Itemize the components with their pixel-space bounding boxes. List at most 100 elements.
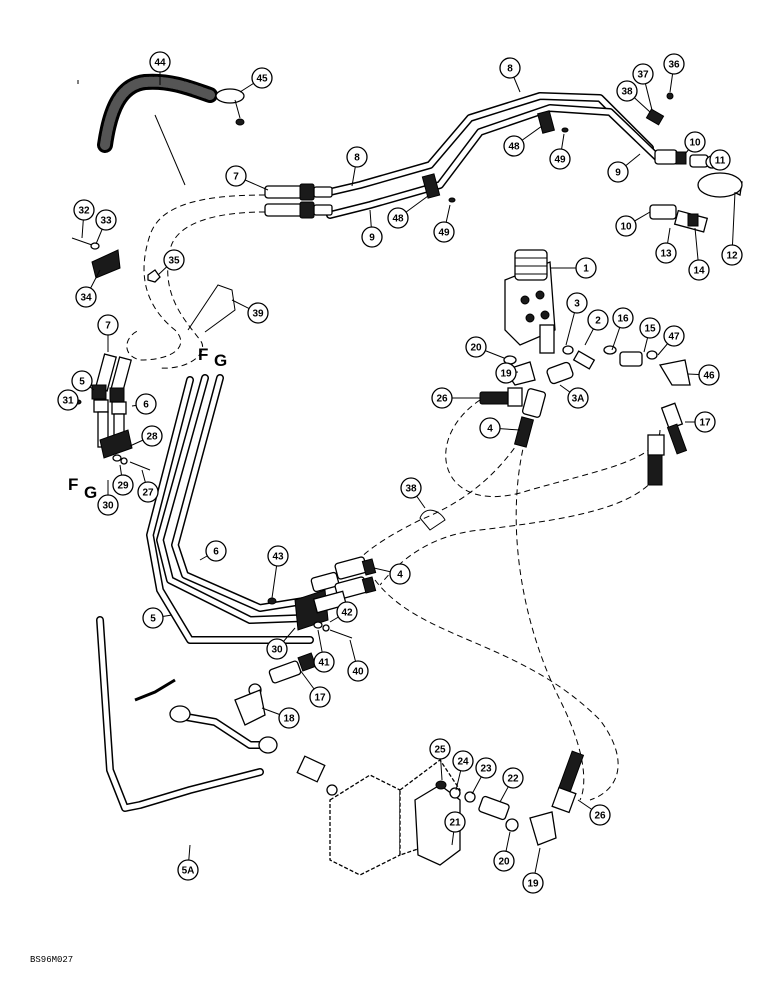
- line-letter-g-left: G: [84, 483, 97, 502]
- clamp-34: [71, 237, 161, 283]
- callout-number: 9: [615, 168, 621, 179]
- callout-number: 33: [100, 216, 112, 227]
- callout-number: 36: [668, 60, 680, 71]
- callout-10: 10: [684, 131, 706, 153]
- callout-33: 33: [95, 209, 117, 231]
- callout-4: 4: [389, 563, 411, 585]
- callout-8: 8: [346, 146, 368, 168]
- callout-number: 5: [150, 614, 156, 625]
- callout-20: 20: [465, 336, 487, 358]
- callout-44: 44: [149, 51, 171, 73]
- callout-number: 21: [449, 818, 461, 829]
- callout-number: 4: [397, 570, 403, 581]
- callout-number: 28: [146, 432, 158, 443]
- callout-6: 6: [135, 393, 157, 415]
- callout-number: 13: [660, 249, 672, 260]
- callout-35: 35: [163, 249, 185, 271]
- callout-27: 27: [137, 481, 159, 503]
- callout-11: 11: [709, 149, 731, 171]
- callout-5: 5: [142, 607, 164, 629]
- callout-number: 24: [457, 757, 469, 768]
- callout-number: 47: [668, 332, 680, 343]
- callout-1: 1: [575, 257, 597, 279]
- callout-number: 22: [507, 774, 519, 785]
- adapters-7-top: [264, 183, 333, 219]
- callout-number: 9: [369, 233, 375, 244]
- callout-34: 34: [75, 286, 97, 308]
- callout-6: 6: [205, 540, 227, 562]
- callout-number: 41: [318, 658, 330, 669]
- callout-number: 46: [703, 371, 715, 382]
- edge-mark: [134, 678, 176, 702]
- callout-number: 48: [392, 214, 404, 225]
- callout-30: 30: [97, 494, 119, 516]
- callout-16: 16: [612, 307, 634, 329]
- callout-number: 34: [80, 293, 92, 304]
- callout-number: 48: [508, 142, 520, 153]
- callout-number: 3A: [572, 394, 585, 405]
- control-valve-1: [504, 249, 556, 354]
- callout-number: 1: [583, 264, 589, 275]
- callout-number: 6: [213, 547, 219, 558]
- callout-49: 49: [433, 221, 455, 243]
- callout-number: 20: [498, 857, 510, 868]
- hose-routes: [126, 194, 661, 801]
- callout-47: 47: [663, 325, 685, 347]
- callout-38: 38: [400, 477, 422, 499]
- fittings-17-18: [169, 652, 317, 754]
- callout-14: 14: [688, 259, 710, 281]
- callout-number: 15: [644, 324, 656, 335]
- callout-number: 42: [341, 608, 353, 619]
- callout-45: 45: [251, 67, 273, 89]
- callout-22: 22: [502, 767, 524, 789]
- callout-5a: 5A: [177, 859, 199, 881]
- callout-number: 14: [693, 266, 705, 277]
- callout-7: 7: [97, 314, 119, 336]
- callout-number: 19: [500, 369, 512, 380]
- callout-38: 38: [616, 80, 638, 102]
- callout-number: 38: [405, 484, 417, 495]
- line-letter-g-top: G: [214, 351, 227, 370]
- callout-number: 16: [617, 314, 629, 325]
- callout-17: 17: [309, 686, 331, 708]
- callout-number: 49: [554, 155, 566, 166]
- callout-number: 26: [594, 811, 606, 822]
- callout-26: 26: [589, 804, 611, 826]
- callout-19: 19: [522, 872, 544, 894]
- callout-41: 41: [313, 651, 335, 673]
- callout-number: 8: [354, 153, 360, 164]
- callout-40: 40: [347, 660, 369, 682]
- callout-12: 12: [721, 244, 743, 266]
- callout-number: 26: [436, 394, 448, 405]
- callout-number: 11: [715, 156, 726, 167]
- callout-number: 32: [78, 206, 90, 217]
- fittings-lower-right: [435, 750, 585, 846]
- callout-number: 4: [487, 424, 493, 435]
- callout-37: 37: [632, 63, 654, 85]
- callout-30: 30: [266, 638, 288, 660]
- callout-number: 44: [154, 58, 166, 69]
- callout-number: 30: [102, 501, 114, 512]
- callout-32: 32: [73, 199, 95, 221]
- callout-number: 39: [252, 309, 264, 320]
- callout-number: 17: [314, 693, 326, 704]
- valve-fittings: [503, 345, 691, 386]
- drawing-number: BS96M027: [30, 955, 73, 965]
- callout-39: 39: [247, 302, 269, 324]
- line-letter-f-left: F: [68, 475, 78, 494]
- tube-line-5a: [96, 616, 264, 812]
- callout-18: 18: [278, 707, 300, 729]
- hose-sleeve-44: [97, 73, 218, 186]
- callout-number: 7: [233, 172, 239, 183]
- callout-number: 35: [168, 256, 180, 267]
- callout-number: 49: [438, 228, 450, 239]
- line-letter-f-top: F: [198, 345, 208, 364]
- callout-36: 36: [663, 53, 685, 75]
- clip-39: [187, 284, 236, 333]
- callout-number: 38: [621, 87, 633, 98]
- callout-21: 21: [444, 811, 466, 833]
- callout-28: 28: [141, 425, 163, 447]
- cable-tie-38: [419, 509, 446, 531]
- callout-9: 9: [361, 226, 383, 248]
- callout-number: 6: [143, 400, 149, 411]
